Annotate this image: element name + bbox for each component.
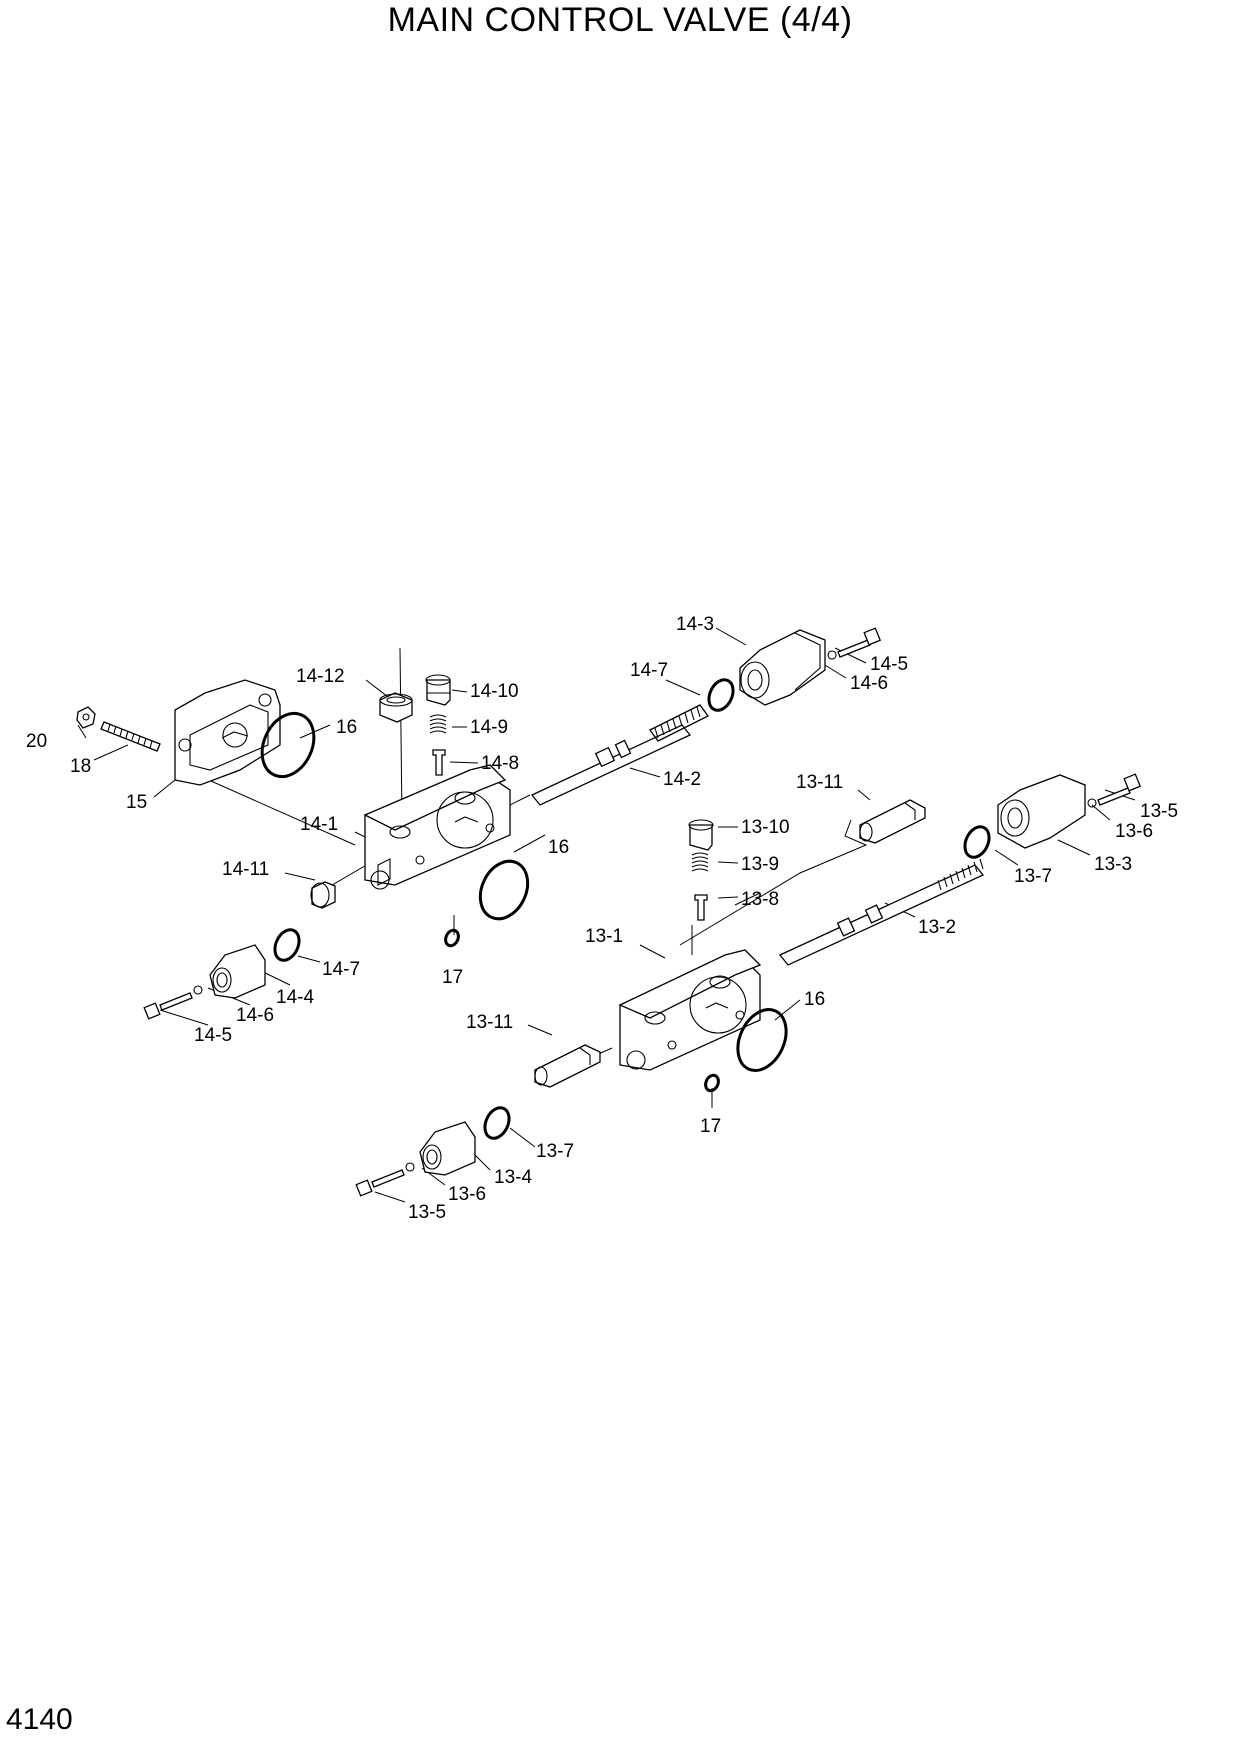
label-13-6-lower: 13-6 [448, 1184, 486, 1205]
relief-valve-13-11-upper [859, 799, 926, 844]
cap-14-4 [209, 944, 266, 999]
label-13-11-lower: 13-11 [466, 1012, 513, 1033]
valve-body-13-1 [618, 949, 762, 1071]
plug-13-10 [688, 819, 714, 851]
cap-13-4 [419, 1121, 476, 1176]
label-17-upper: 17 [442, 967, 463, 988]
label-16-upper: 16 [336, 717, 357, 738]
poppet-13-8 [694, 894, 708, 921]
bolt-13-5-lower [355, 1169, 405, 1197]
label-14-1: 14-1 [300, 814, 338, 835]
cover-plate-15 [174, 679, 281, 786]
plug-14-10 [425, 674, 451, 706]
label-14-9: 14-9 [470, 717, 508, 738]
o-ring-16-mid [478, 859, 530, 921]
plug-14-11 [310, 881, 336, 909]
label-14-5-lower: 14-5 [194, 1025, 232, 1046]
label-14-12: 14-12 [296, 666, 345, 687]
part-labels: 20 18 15 16 14-12 14-10 14-9 14-8 14-3 1… [26, 614, 1178, 1223]
spool-14-2 [530, 704, 709, 806]
plug-14-12 [379, 692, 413, 723]
label-18: 18 [70, 756, 91, 777]
label-13-3: 13-3 [1094, 854, 1132, 875]
label-13-2: 13-2 [918, 917, 956, 938]
label-14-8: 14-8 [481, 753, 519, 774]
washer-14-6-upper [827, 650, 837, 660]
label-14-7-lower: 14-7 [322, 959, 360, 980]
spring-14-9 [429, 714, 447, 734]
cap-13-3 [997, 774, 1086, 849]
label-13-5-upper: 13-5 [1140, 801, 1178, 822]
label-14-3: 14-3 [676, 614, 714, 635]
o-ring-16 [260, 711, 316, 779]
o-ring-16-lower [736, 1008, 788, 1072]
label-13-4: 13-4 [494, 1167, 532, 1188]
page-title: MAIN CONTROL VALVE (4/4) [387, 1, 853, 39]
label-13-5-lower: 13-5 [408, 1202, 446, 1223]
o-ring-13-7-upper [963, 825, 991, 859]
relief-valve-13-11-lower [534, 1044, 601, 1088]
cap-14-3 [739, 629, 826, 706]
label-17-lower: 17 [700, 1116, 721, 1137]
label-14-2: 14-2 [663, 769, 701, 790]
label-13-6-upper: 13-6 [1115, 821, 1153, 842]
label-14-7-upper: 14-7 [630, 660, 668, 681]
label-13-11-upper: 13-11 [796, 772, 843, 793]
washer-14-6-lower [193, 985, 203, 995]
label-14-4: 14-4 [276, 987, 314, 1008]
label-13-10: 13-10 [741, 817, 790, 838]
o-ring-14-7-upper [707, 678, 735, 712]
bolt-13-5-upper [1097, 773, 1142, 806]
bolt-14-5-lower [143, 992, 193, 1020]
label-14-5-upper: 14-5 [870, 654, 908, 675]
o-ring-14-7-lower [273, 928, 301, 962]
washer-13-6-upper [1087, 798, 1097, 808]
stud-bolt-18 [100, 721, 161, 752]
label-13-9: 13-9 [741, 854, 779, 875]
o-ring-17-upper [444, 928, 460, 948]
label-13-1: 13-1 [585, 926, 623, 947]
o-ring-17-lower [704, 1073, 720, 1093]
label-13-7-lower: 13-7 [536, 1141, 574, 1162]
spring-13-9 [691, 852, 709, 872]
label-14-11: 14-11 [222, 859, 269, 880]
label-13-7-upper: 13-7 [1014, 866, 1052, 887]
label-20: 20 [26, 731, 47, 752]
label-16-lower: 16 [804, 989, 825, 1010]
label-13-8: 13-8 [741, 889, 779, 910]
label-14-10: 14-10 [470, 681, 519, 702]
label-16-mid: 16 [548, 837, 569, 858]
o-ring-13-7-lower [483, 1106, 511, 1140]
washer-13-6-lower [405, 1162, 415, 1172]
page-number: 4140 [6, 1703, 73, 1736]
label-14-6-lower: 14-6 [236, 1005, 274, 1026]
label-15: 15 [126, 792, 147, 813]
valve-body-14-1 [363, 764, 511, 890]
bolt-14-5-upper [837, 627, 882, 658]
poppet-14-8 [432, 749, 446, 776]
spool-13-2 [778, 858, 985, 966]
nut-20 [76, 706, 96, 729]
label-14-6-upper: 14-6 [850, 673, 888, 694]
